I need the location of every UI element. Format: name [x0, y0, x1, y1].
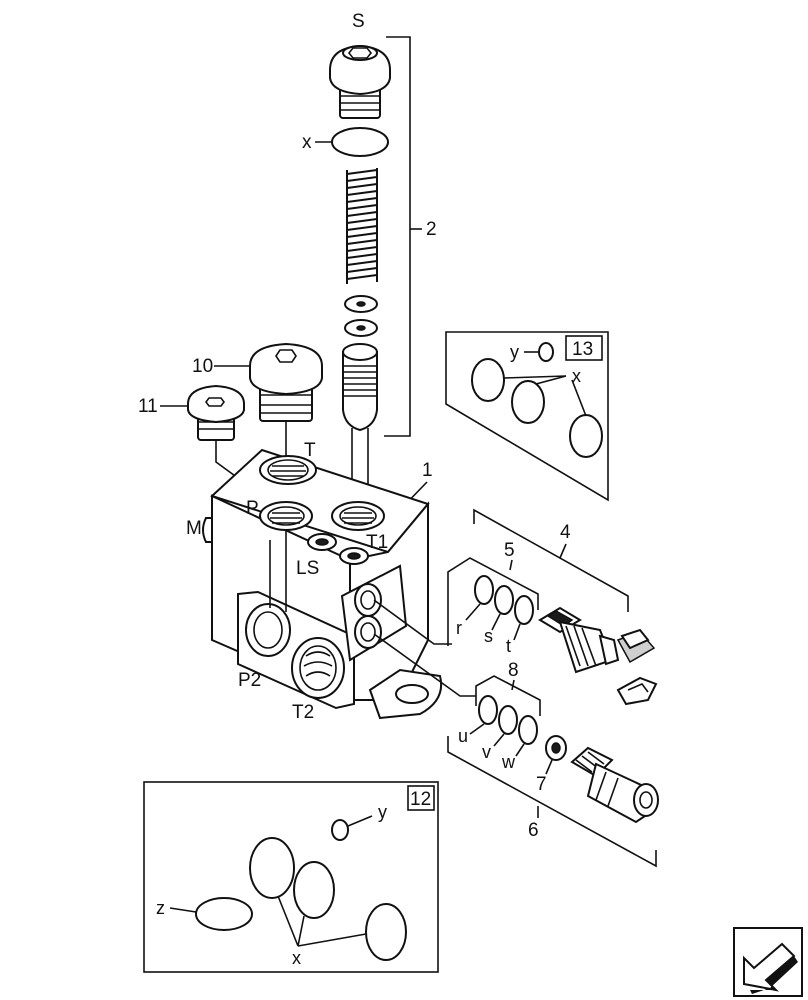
- oring-t: [514, 595, 534, 625]
- label-x-12: x: [292, 948, 301, 968]
- box-13-tag: [565, 335, 603, 361]
- label-p: P: [246, 498, 259, 519]
- washer-1-hole: [356, 301, 366, 307]
- leader-port-upper: [373, 599, 452, 645]
- oring-v: [498, 705, 518, 735]
- bracket-4: [473, 508, 629, 612]
- label-7: 7: [536, 774, 547, 795]
- label-1: 1: [422, 460, 433, 481]
- box-13-frame: [445, 331, 609, 502]
- clip-detail: [627, 683, 649, 693]
- relief-valve-upper: [538, 606, 656, 674]
- cap-s: [329, 44, 391, 119]
- label-v: v: [482, 742, 491, 762]
- leaders-uvw: [469, 723, 525, 757]
- label-x-13: x: [572, 366, 581, 386]
- label-t: T: [304, 440, 316, 461]
- oring-x13-a: [471, 358, 505, 402]
- label-5: 5: [504, 540, 515, 561]
- label-s: S: [352, 11, 365, 32]
- bracket-6: [447, 736, 657, 868]
- oring-x12-a: [249, 837, 295, 899]
- oring-r: [474, 575, 494, 605]
- oring-y-13: [538, 342, 554, 362]
- label-6: 6: [528, 820, 539, 841]
- nut-7-hole: [551, 742, 561, 754]
- leader-8: [511, 679, 515, 691]
- label-t2: T2: [292, 702, 314, 723]
- oring-u: [478, 695, 498, 725]
- label-t1: T1: [366, 532, 388, 553]
- label-s-small: s: [484, 626, 493, 646]
- arrow-down-left-icon[interactable]: [733, 927, 803, 997]
- oring-x12-b: [293, 861, 335, 919]
- label-8: 8: [508, 660, 519, 681]
- label-m: M: [186, 518, 202, 539]
- leader-5: [509, 559, 513, 571]
- bracket-2: [384, 36, 411, 437]
- leaders-rst: [465, 603, 521, 641]
- bracket-5: [447, 557, 539, 646]
- label-z-12: z: [156, 898, 165, 918]
- label-2: 2: [426, 219, 437, 240]
- leader-y-12: [347, 815, 373, 827]
- label-t-small: t: [506, 636, 511, 656]
- spool: [342, 343, 378, 490]
- oring-x-top: [331, 127, 389, 157]
- plug-10: [249, 342, 323, 470]
- leaders-x-13: [503, 375, 587, 417]
- box-12-tag: [407, 785, 435, 811]
- plug-11: [187, 384, 269, 501]
- label-box-13: 13: [572, 339, 593, 360]
- oring-x13-c: [569, 414, 603, 458]
- oring-y-12: [331, 819, 349, 841]
- label-x-top: x: [302, 132, 312, 153]
- label-p2: P2: [238, 670, 261, 691]
- spring: [346, 168, 378, 286]
- label-w: w: [501, 752, 516, 772]
- leader-7: [545, 759, 553, 775]
- clip: [616, 676, 658, 706]
- label-10: 10: [192, 356, 213, 377]
- label-11: 11: [138, 396, 158, 417]
- oring-x13-b: [511, 380, 545, 424]
- leader-4: [559, 543, 567, 559]
- oring-x12-c: [365, 903, 407, 961]
- leader-port-lower: [373, 633, 476, 697]
- label-box-12: 12: [410, 789, 431, 810]
- label-u: u: [458, 726, 468, 746]
- label-y-13: y: [510, 342, 519, 362]
- leader-z-12: [169, 907, 197, 913]
- label-ls: LS: [296, 558, 319, 579]
- label-r: r: [456, 618, 462, 638]
- box-12-frame: [143, 781, 439, 973]
- washer-2-hole: [356, 325, 366, 331]
- bracket-8: [475, 675, 541, 716]
- relief-valve-lower: [570, 746, 659, 824]
- oring-w: [518, 715, 538, 745]
- leaders-x-12: [277, 895, 367, 947]
- valve-body: [202, 448, 442, 720]
- oring-z-12: [195, 897, 253, 931]
- label-y-12: y: [378, 802, 387, 822]
- label-4: 4: [560, 522, 571, 543]
- oring-s: [494, 585, 514, 615]
